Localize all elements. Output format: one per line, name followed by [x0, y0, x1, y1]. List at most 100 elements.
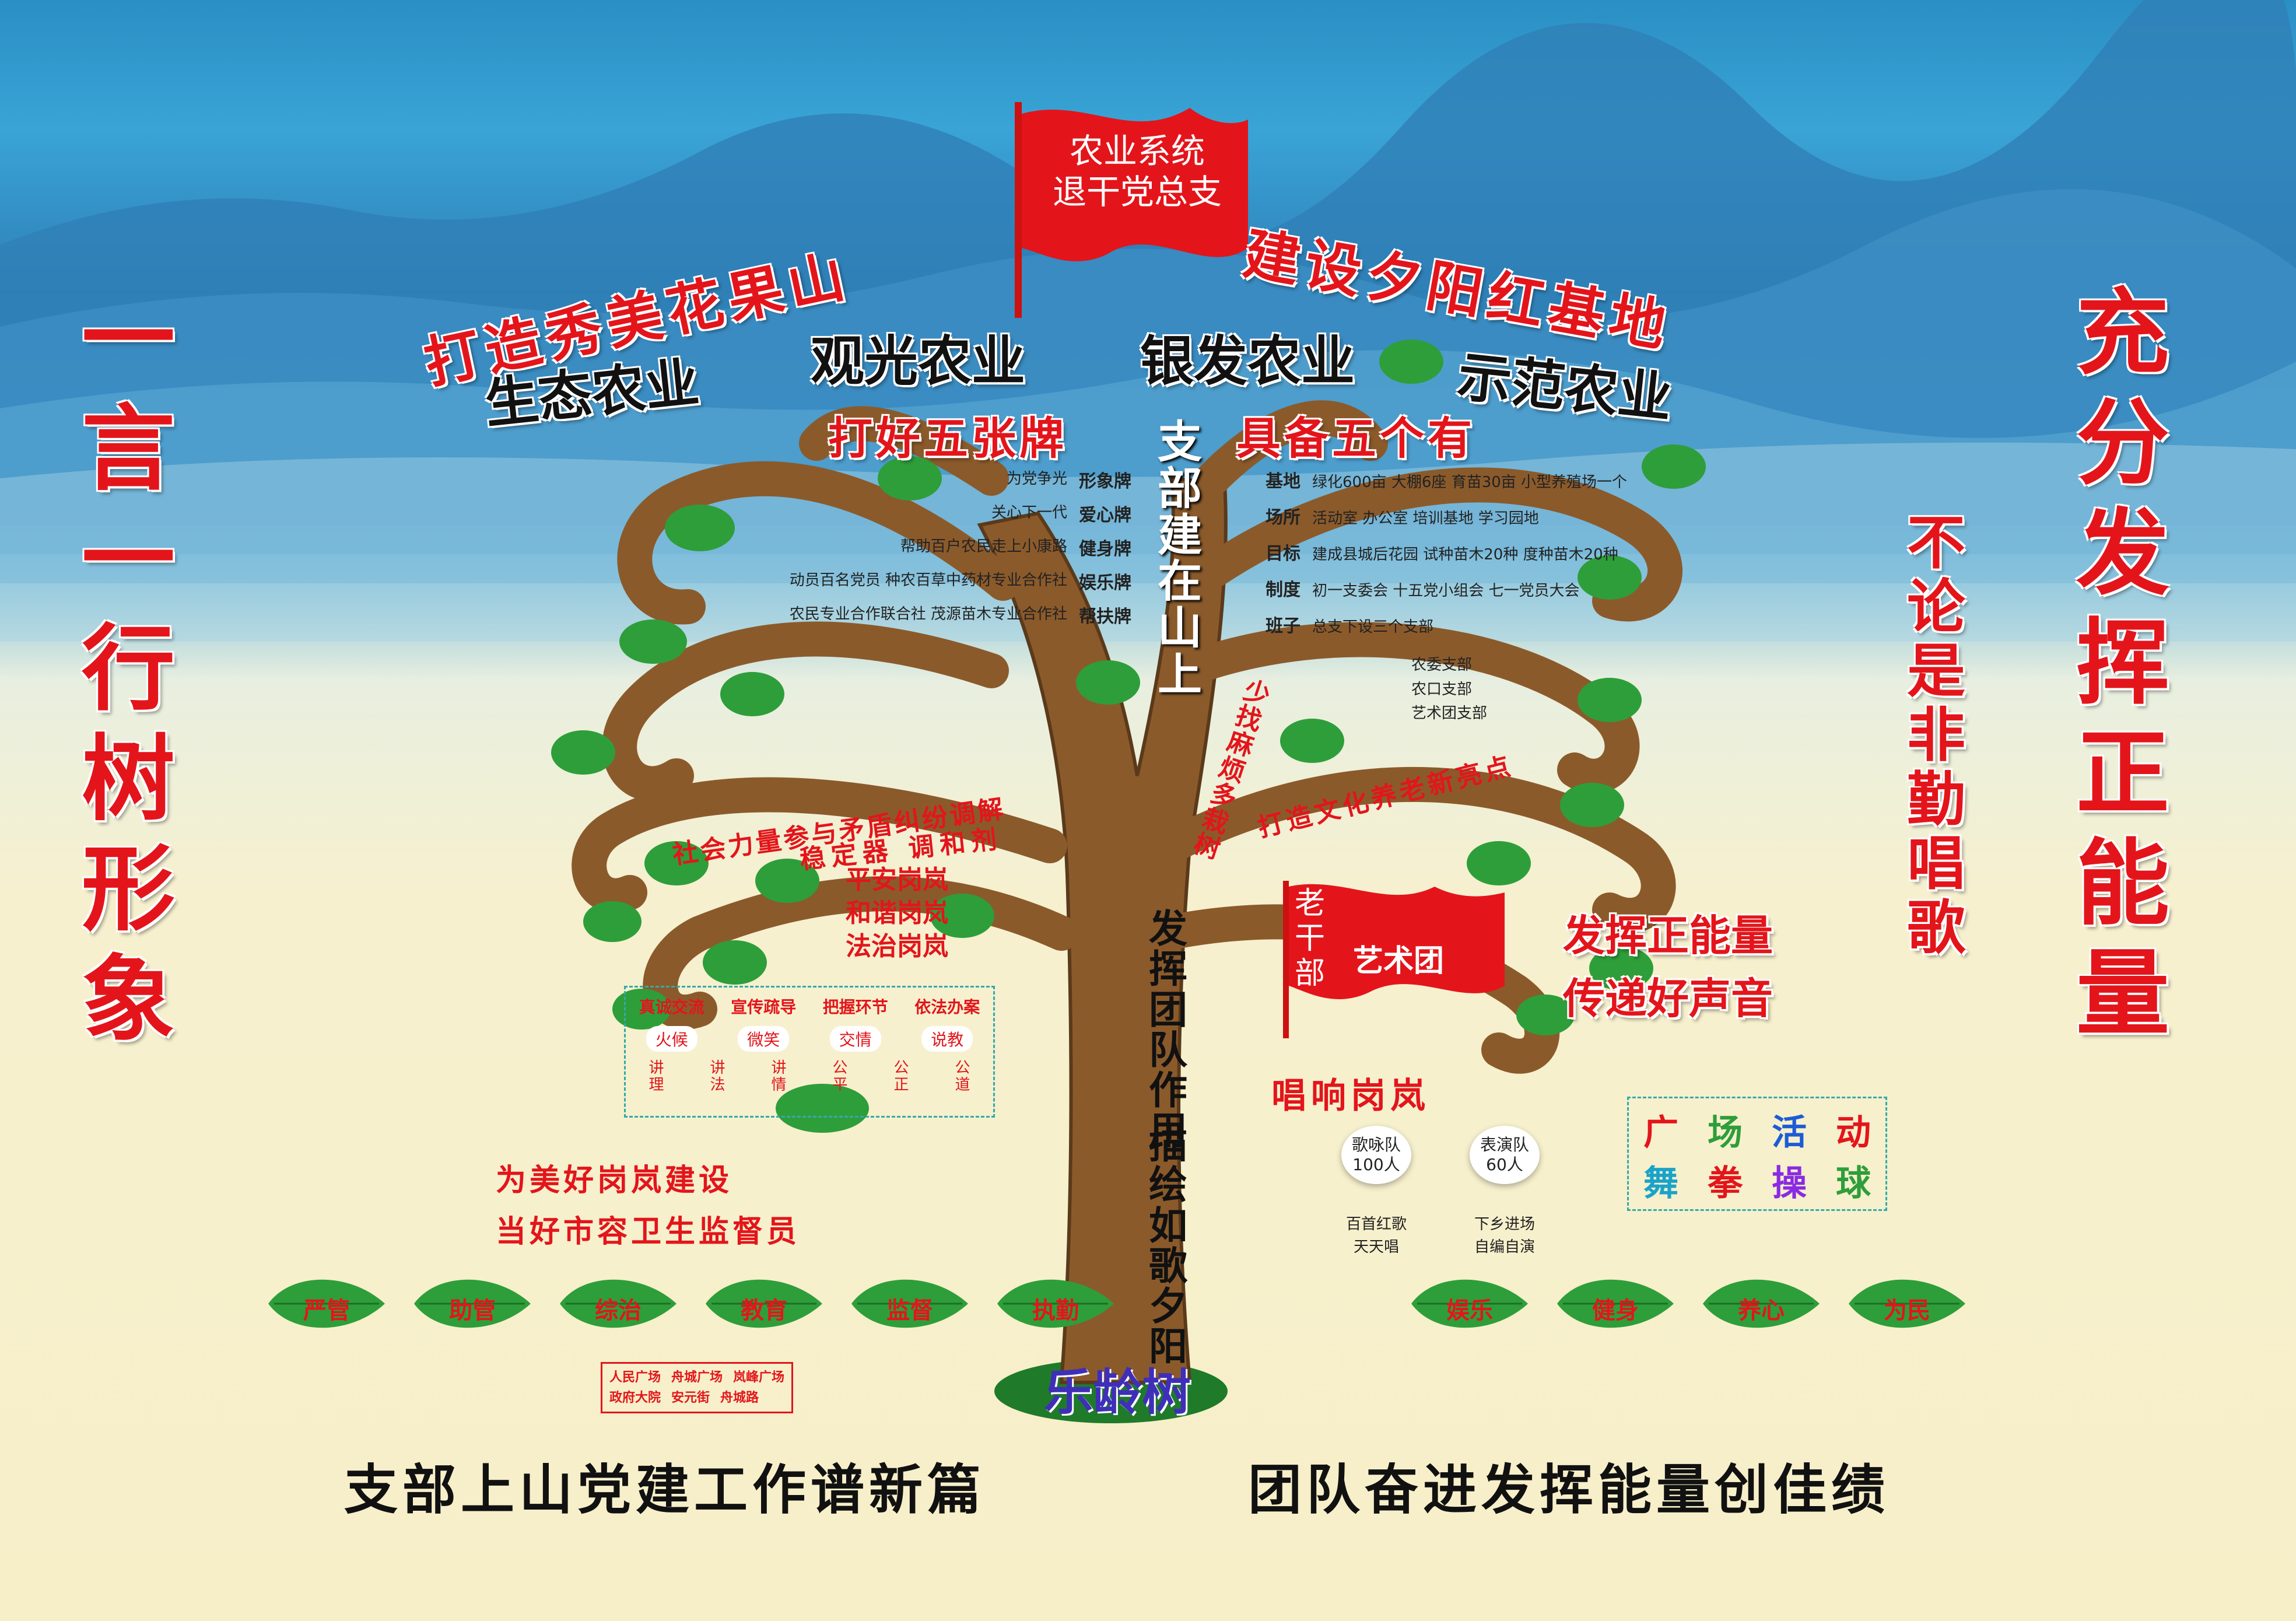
leaf-shape: [1849, 1279, 1965, 1328]
trunk-text-char: 挥: [1149, 947, 1187, 992]
principle-tag: 微笑: [738, 1026, 790, 1052]
plaza-char: 球: [1836, 1163, 1871, 1204]
right-inner-vertical-slogan: 不论是非勤唱歌: [1907, 513, 1965, 962]
have-items: 初一支委会 十五党小组会 七一党员大会: [1312, 582, 1580, 600]
right-vertical-char: 充: [2076, 278, 2170, 387]
principle-header: 把握环节: [822, 997, 888, 1017]
left-vertical-char: 一: [82, 503, 176, 614]
leaf-item: 监督: [851, 1272, 968, 1336]
card-name: 形象牌: [1079, 471, 1131, 492]
trunk-text-char: 建: [1158, 509, 1202, 561]
principle-char: 平: [832, 1076, 848, 1094]
right-inner-vertical-char: 不: [1907, 508, 1965, 577]
trunk-text-char: 支: [1158, 416, 1202, 468]
place: 舟城路: [720, 1391, 759, 1406]
mountain-background: [0, 0, 2296, 642]
trunk-text-3: 发挥团队作用: [1149, 910, 1187, 1153]
haves-list: 基地绿化600亩 大棚6座 育苗30亩 小型养殖场一个 场所活动室 办公室 培训…: [1266, 467, 1849, 637]
trunk-text-4: 描绘如歌夕阳: [1149, 1126, 1187, 1368]
leaf-shape: [560, 1279, 676, 1328]
principle-char: 理: [649, 1076, 664, 1094]
have-items: 总支下设三个支部: [1312, 618, 1434, 636]
left-slogan-line: 为美好岗岚建设: [496, 1163, 733, 1198]
principle-char: 公: [955, 1059, 970, 1077]
trunk-text-char: 发: [1149, 906, 1187, 951]
right-vertical-char: 量: [2076, 938, 2170, 1048]
places-box: 人民广场舟城广场岚峰广场 政府大院安元街舟城路: [601, 1362, 794, 1414]
bottom-slogan-left: 支部上山党建工作谱新篇: [344, 1458, 986, 1521]
card-desc: 动员百名党员 种农百草中药材专业合作社: [789, 572, 1067, 589]
have-items: 建成县城后花园 试种苗木20种 度种苗木20种: [1312, 546, 1618, 563]
have-row: 场所活动室 办公室 培训基地 学习园地: [1266, 503, 1849, 528]
card-row: 帮助百户农民走上小康路健身牌: [676, 534, 1131, 560]
left-vertical-char: 行: [82, 614, 176, 724]
trunk-text-char: 上: [1158, 648, 1202, 701]
plaza-box: 广场活动 舞拳操球: [1627, 1097, 1887, 1211]
place: 人民广场: [609, 1370, 661, 1385]
left-slogan-line: 当好市容卫生监督员: [496, 1214, 801, 1250]
art-flag-char: 干: [1295, 920, 1326, 956]
agri-item-3: 银发农业: [1140, 330, 1355, 393]
branch-list: 农委支部 农口支部 艺术团支部: [1411, 653, 1487, 726]
principle-pair: 讲法: [710, 1060, 725, 1093]
five-haves-title: 具备五个有: [1236, 412, 1475, 464]
principle-header: 宣传疏导: [731, 997, 797, 1017]
leaf-item: 为民: [1849, 1272, 1965, 1336]
left-vertical-char: 一: [82, 283, 176, 393]
leaf-label: 综治: [595, 1297, 642, 1324]
principle-char: 情: [771, 1076, 787, 1094]
trunk-text-char: 绘: [1149, 1163, 1187, 1208]
plaza-char: 舞: [1643, 1163, 1678, 1204]
leaf-label: 为民: [1884, 1297, 1930, 1324]
art-flag-left: 老干部: [1295, 886, 1326, 991]
plaza-char: 拳: [1708, 1163, 1743, 1204]
leaf-shape: [1703, 1279, 1820, 1328]
principle-header: 依法办案: [914, 997, 980, 1017]
leaf-shape: [851, 1279, 968, 1328]
place: 舟城广场: [671, 1370, 723, 1385]
leaf-shape: [414, 1279, 531, 1328]
places-row: 人民广场舟城广场岚峰广场: [609, 1367, 784, 1388]
bubble-name: 歌咏队: [1351, 1135, 1401, 1155]
principle-char: 讲: [771, 1059, 787, 1077]
leaf-shape: [997, 1279, 1114, 1328]
place: 政府大院: [609, 1391, 661, 1406]
trunk-text-char: 夕: [1149, 1284, 1187, 1329]
right-vertical-char: 能: [2076, 828, 2170, 938]
branch-item: 农口支部: [1411, 680, 1473, 698]
tree-trunk: [977, 476, 1228, 1384]
trunk-text-char: 队: [1149, 1027, 1187, 1073]
trunk-text-char: 如: [1149, 1203, 1187, 1248]
have-key: 制度: [1266, 580, 1301, 600]
principle-char: 公: [832, 1059, 848, 1077]
principle-tag: 说教: [921, 1026, 973, 1052]
branch-item: 农委支部: [1411, 656, 1473, 674]
leaf-label: 监督: [886, 1297, 933, 1324]
top-flag: [1015, 102, 1248, 318]
right-vertical-slogan: 充分发挥正能量: [2076, 286, 2169, 1057]
left-vertical-char: 形: [82, 834, 176, 944]
caption-line: 天天唱: [1353, 1238, 1399, 1256]
right-vertical-char: 分: [2076, 387, 2170, 498]
have-row: 班子总支下设三个支部: [1266, 611, 1849, 637]
principle-char: 道: [955, 1076, 970, 1094]
trunk-text-1: 支部建在山上: [1158, 420, 1202, 699]
posts-list: 平安岗岚 和谐岗岚 法治岗岚: [846, 863, 948, 964]
right-inner-vertical-char: 唱: [1907, 829, 1965, 898]
have-row: 目标建成县城后花园 试种苗木20种 度种苗木20种: [1266, 539, 1849, 565]
leaf-item: 助管: [414, 1272, 531, 1336]
left-vertical-char: 言: [82, 393, 176, 503]
trunk-text-char: 阳: [1149, 1324, 1187, 1370]
leaf-item: 严管: [268, 1272, 385, 1336]
trunk-text-char: 部: [1158, 462, 1202, 514]
five-cards-title: 打好五张牌: [828, 412, 1067, 464]
principles-header-row: 真诚交流 宣传疏导 把握环节 依法办案: [626, 995, 993, 1018]
principles-row2: 火候 微笑 交情 说教: [626, 1026, 993, 1052]
have-items: 活动室 办公室 培训基地 学习园地: [1312, 510, 1539, 527]
bottom-slogan-right: 团队奋进发挥能量创佳绩: [1248, 1458, 1890, 1521]
leaf-label: 助管: [449, 1297, 496, 1324]
places-row: 政府大院安元街舟城路: [609, 1388, 784, 1408]
leaf-label: 执勤: [1032, 1297, 1079, 1324]
